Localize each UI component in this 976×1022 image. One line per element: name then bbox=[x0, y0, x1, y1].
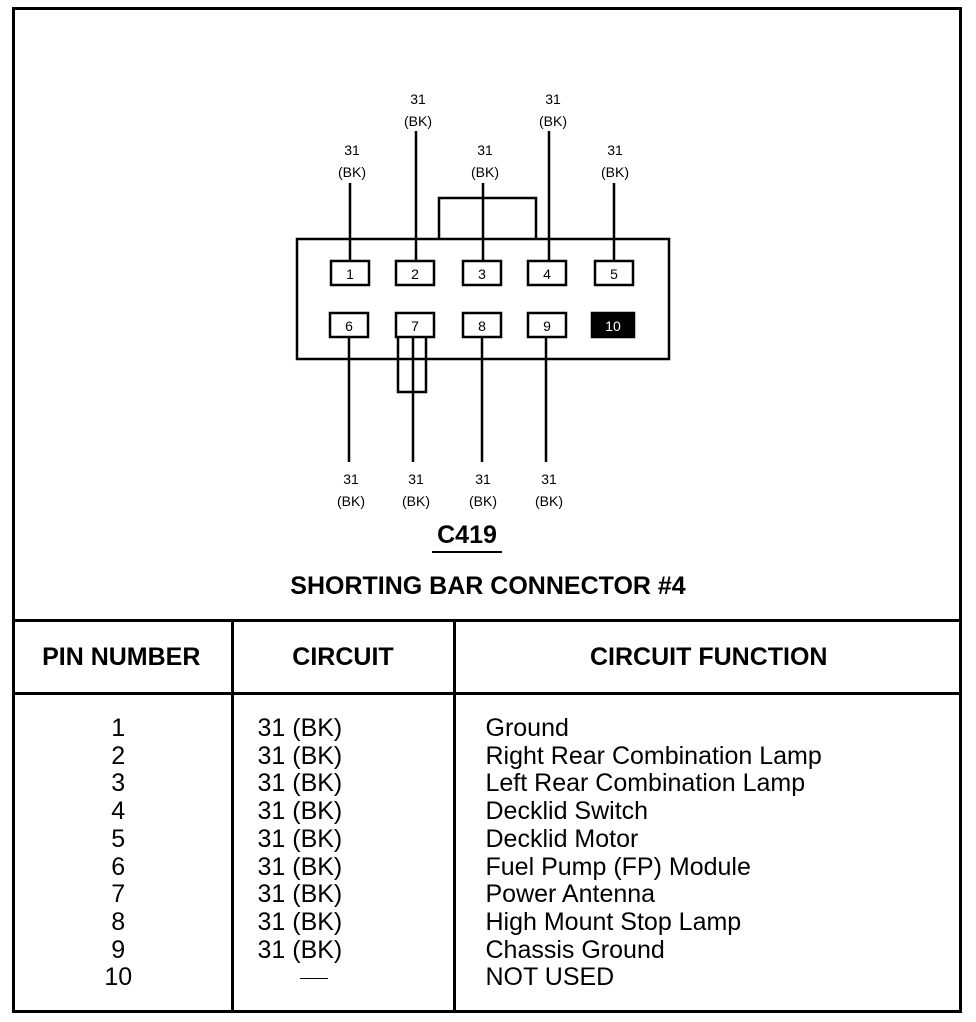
wire-color-label: (BK) bbox=[404, 113, 432, 129]
wire-code-label: 31 bbox=[607, 142, 623, 158]
circuit-function-column: Ground Right Rear Combination Lamp Left … bbox=[454, 694, 962, 1014]
table-cell-pin: 8 bbox=[111, 907, 126, 936]
table-cell-circuit: 31 (BK) bbox=[257, 741, 343, 770]
table-cell-function: Ground bbox=[485, 714, 569, 742]
pin-number: 8 bbox=[478, 318, 486, 334]
table-header-row: PIN NUMBER CIRCUIT CIRCUIT FUNCTION bbox=[12, 619, 962, 695]
pin-cavity-5 bbox=[593, 259, 635, 287]
table-cell-circuit: 31 (BK) bbox=[257, 769, 343, 798]
pin-cavity-9 bbox=[526, 311, 568, 339]
table-cell-pin: 1 bbox=[111, 714, 126, 742]
pin-table: PIN NUMBER CIRCUIT CIRCUIT FUNCTION 1 2 … bbox=[12, 619, 962, 1013]
not-used-dash bbox=[299, 978, 328, 980]
table-cell-pin: 3 bbox=[111, 769, 126, 798]
circuit-column: 31 (BK) 31 (BK) 31 (BK) 31 (BK) 31 (BK) … bbox=[232, 693, 456, 1013]
wire-code-label: 31 bbox=[410, 91, 426, 107]
wire-code-label: 31 bbox=[545, 91, 561, 107]
wire-color-label: (BK) bbox=[539, 113, 567, 129]
table-cell-function: Decklid Motor bbox=[485, 824, 639, 853]
table-cell-function: Fuel Pump (FP) Module bbox=[485, 852, 751, 881]
table-cell-function: Decklid Switch bbox=[485, 797, 649, 826]
pin-number: 5 bbox=[610, 266, 618, 282]
wire-code-label: 31 bbox=[541, 471, 557, 487]
shorting-bar-top bbox=[437, 196, 538, 239]
wire-code-label: 31 bbox=[344, 142, 360, 158]
header-circuit-function: CIRCUIT FUNCTION bbox=[454, 619, 962, 695]
header-circuit: CIRCUIT bbox=[232, 619, 456, 695]
table-cell-pin: 7 bbox=[111, 880, 126, 909]
wire-code-label: 31 bbox=[475, 471, 491, 487]
table-cell-pin: 2 bbox=[111, 741, 126, 770]
header-pin-number: PIN NUMBER bbox=[12, 619, 234, 695]
table-cell-circuit: 31 (BK) bbox=[257, 852, 343, 881]
wire-color-label: (BK) bbox=[402, 493, 430, 509]
table-cell-function: Left Rear Combination Lamp bbox=[485, 769, 806, 798]
table-cell-function: High Mount Stop Lamp bbox=[485, 907, 742, 936]
pin-cavity-8 bbox=[461, 311, 503, 339]
table-cell-pin: 9 bbox=[111, 935, 126, 964]
table-cell-pin: 5 bbox=[111, 824, 126, 853]
pin-cavity-2 bbox=[394, 259, 436, 287]
pin-cavity-7 bbox=[394, 311, 436, 339]
pin-number: 7 bbox=[411, 318, 419, 334]
table-cell-circuit: 31 (BK) bbox=[257, 797, 343, 826]
pin-number: 4 bbox=[543, 266, 551, 282]
table-cell-pin: 10 bbox=[104, 963, 133, 992]
connector-id: C419 bbox=[437, 521, 497, 549]
pin-cavity-6 bbox=[328, 311, 370, 339]
wire-color-label: (BK) bbox=[535, 493, 563, 509]
pin-number: 10 bbox=[605, 318, 621, 334]
table-cell-function: Chassis Ground bbox=[485, 935, 665, 964]
table-body-row: 1 2 3 4 5 6 7 8 9 10 31 (BK) 31 (BK) 31 … bbox=[12, 693, 962, 1014]
page-frame bbox=[12, 7, 962, 1013]
pin-number: 2 bbox=[411, 266, 419, 282]
wire-color-label: (BK) bbox=[601, 164, 629, 180]
table-cell-function: Right Rear Combination Lamp bbox=[485, 741, 822, 770]
wire-color-label: (BK) bbox=[338, 164, 366, 180]
pin-number: 9 bbox=[543, 318, 551, 334]
table-cell-circuit: 31 (BK) bbox=[257, 880, 343, 909]
table-cell-function: NOT USED bbox=[485, 963, 615, 992]
pin-number: 1 bbox=[346, 266, 354, 282]
wire-color-label: (BK) bbox=[471, 164, 499, 180]
pin-number: 6 bbox=[345, 318, 353, 334]
pin-cavity-10 bbox=[590, 311, 636, 339]
pin-number-column: 1 2 3 4 5 6 7 8 9 10 bbox=[12, 693, 234, 1013]
pin-cavity-3 bbox=[461, 259, 503, 287]
connector-title: SHORTING BAR CONNECTOR #4 bbox=[290, 572, 686, 600]
pin-cavity-4 bbox=[526, 259, 568, 287]
pin-cavity-1 bbox=[329, 259, 371, 287]
table-cell-circuit: 31 (BK) bbox=[257, 935, 343, 964]
table-cell-circuit bbox=[234, 964, 453, 992]
wire-code-label: 31 bbox=[408, 471, 424, 487]
wire-color-label: (BK) bbox=[469, 493, 497, 509]
table-cell-circuit: 31 (BK) bbox=[257, 907, 343, 936]
table-cell-pin: 4 bbox=[111, 797, 126, 826]
table-cell-function: Power Antenna bbox=[485, 880, 656, 909]
table-cell-pin: 6 bbox=[111, 852, 126, 881]
pin-number: 3 bbox=[478, 266, 486, 282]
wire-code-label: 31 bbox=[477, 142, 493, 158]
connector-diagram: 1 2 3 4 5 6 7 8 9 10 31 (BK) 31 (BK) 31 … bbox=[290, 91, 686, 600]
wire-color-label: (BK) bbox=[337, 493, 365, 509]
table-cell-circuit: 31 (BK) bbox=[257, 714, 343, 742]
wire-code-label: 31 bbox=[343, 471, 359, 487]
table-cell-circuit: 31 (BK) bbox=[257, 824, 343, 853]
